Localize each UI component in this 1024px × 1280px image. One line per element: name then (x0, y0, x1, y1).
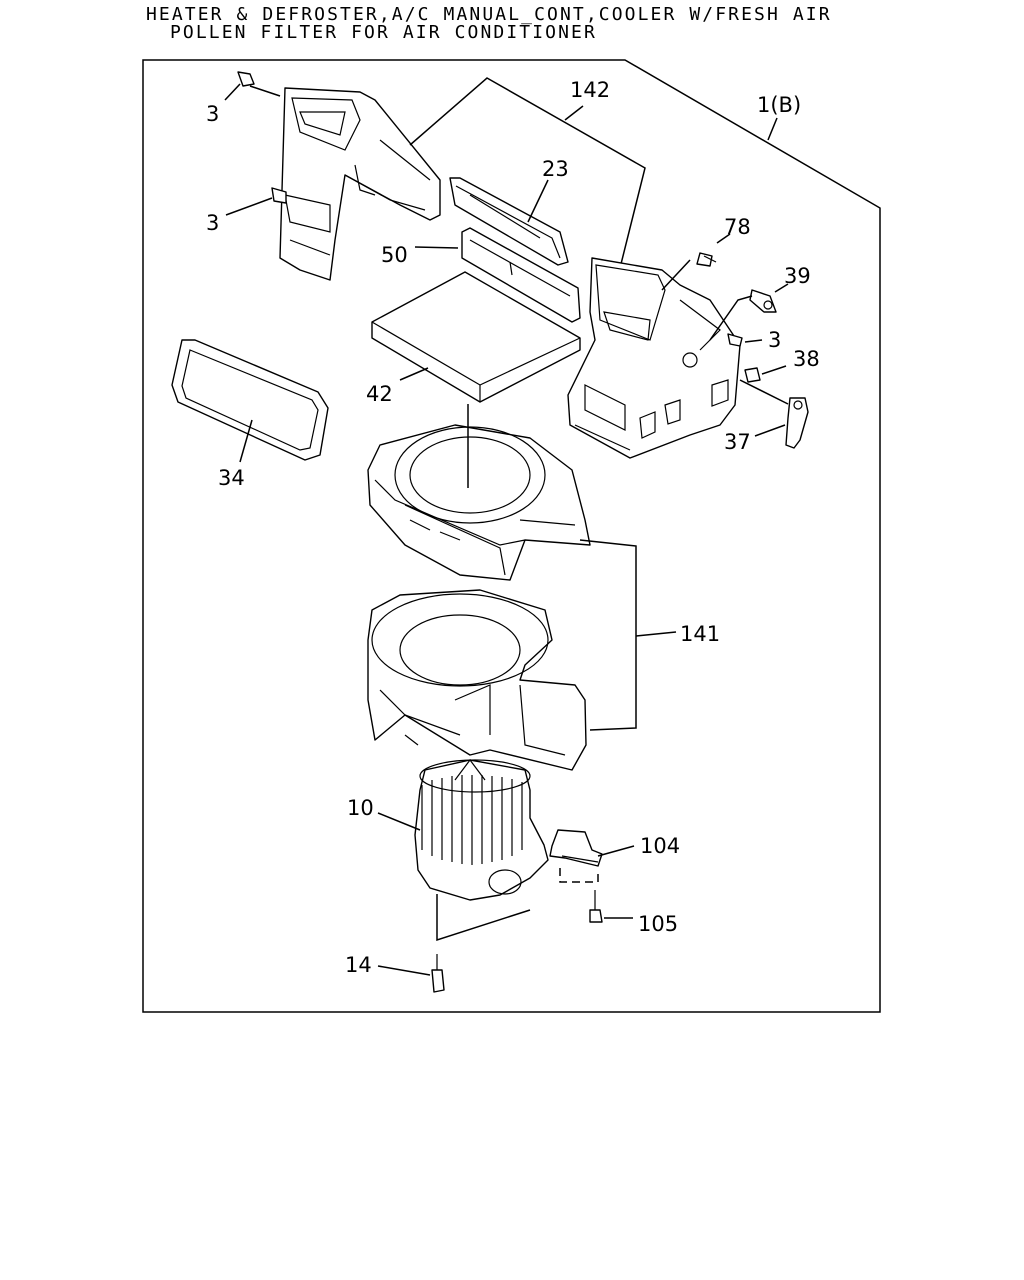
link-lever[interactable] (785, 397, 809, 449)
blower-resistor[interactable] (549, 829, 603, 867)
blower-case-upper[interactable] (367, 424, 591, 581)
callout-3c: 3 (768, 328, 781, 352)
callout-10: 10 (347, 796, 374, 820)
callout-34: 34 (218, 466, 245, 490)
callout-50: 50 (381, 243, 408, 267)
filter-cover[interactable] (461, 227, 581, 323)
callout-142: 142 (570, 78, 610, 102)
callout-3a: 3 (206, 102, 219, 126)
diagram-frame (142, 59, 881, 1013)
callout-105: 105 (638, 912, 678, 936)
callout-141: 141 (680, 622, 720, 646)
callout-42: 42 (366, 382, 393, 406)
nut-icon (744, 367, 761, 383)
callout-104: 104 (640, 834, 680, 858)
pollen-filter[interactable] (371, 271, 581, 403)
callout-37: 37 (724, 430, 751, 454)
actuator-clip-icon (749, 289, 777, 313)
callout-23: 23 (542, 157, 569, 181)
clip-icon (271, 187, 287, 204)
blower-case-lower[interactable] (367, 589, 587, 771)
diagram-subtitle: POLLEN FILTER FOR AIR CONDITIONER (170, 22, 597, 43)
callout-14: 14 (345, 953, 372, 977)
callout-3b: 3 (206, 211, 219, 235)
callout-39: 39 (784, 264, 811, 288)
clip-icon (727, 333, 743, 347)
heater-case-upper[interactable] (567, 257, 741, 459)
blower-motor[interactable] (414, 759, 549, 901)
clip-icon (237, 71, 255, 87)
screw-icon (431, 954, 445, 993)
intake-duct-upper[interactable] (279, 87, 441, 281)
screw-icon (589, 890, 603, 923)
diagram-title: HEATER & DEFROSTER,A/C MANUAL_CONT,COOLE… (146, 4, 832, 25)
filter-frame[interactable] (449, 177, 569, 266)
duct-seal[interactable] (171, 339, 329, 461)
bolt-icon (696, 252, 717, 267)
callout-1b: 1(B) (757, 93, 801, 117)
callout-78: 78 (724, 215, 751, 239)
callout-38: 38 (793, 347, 820, 371)
